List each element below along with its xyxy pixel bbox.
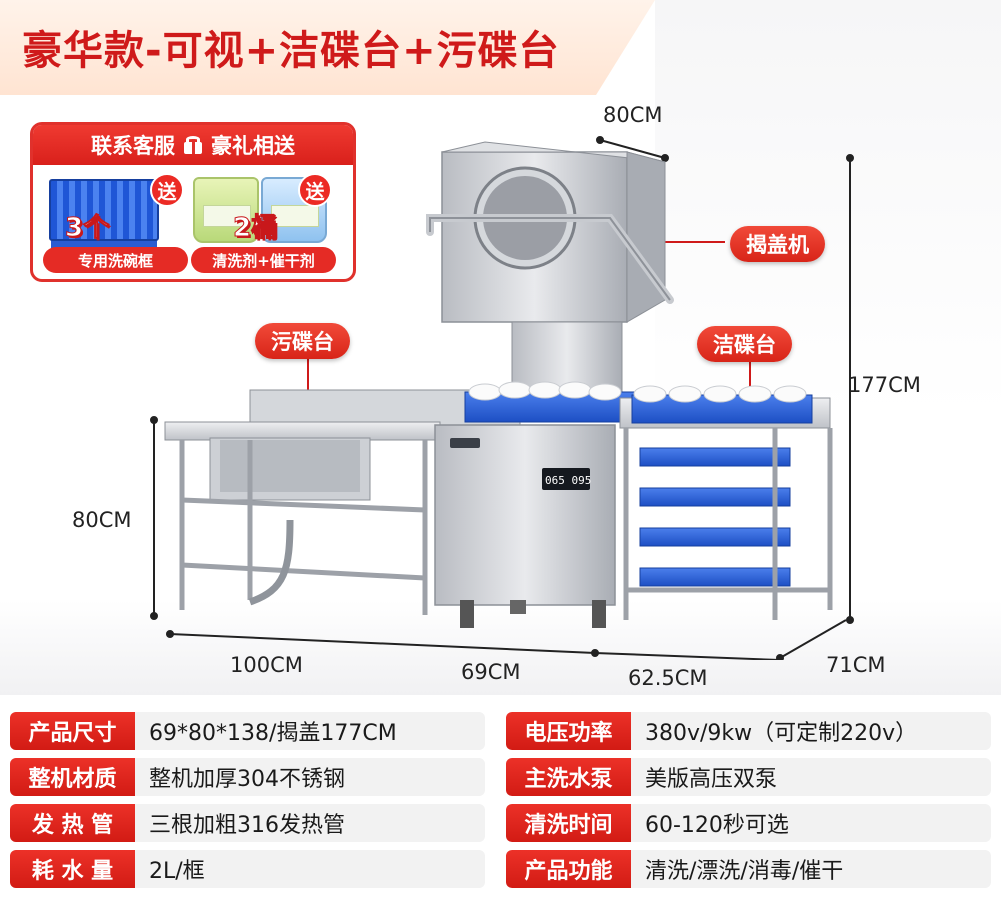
spec-row: 电压功率 380v/9kw（可定制220v） xyxy=(506,712,991,750)
spec-row: 发 热 管 三根加粗316发热管 xyxy=(10,804,485,842)
spec-value: 69*80*138/揭盖177CM xyxy=(135,712,485,750)
dryer-bucket-icon xyxy=(261,177,327,243)
spec-label: 产品尺寸 xyxy=(10,712,135,750)
promo-card[interactable]: 联系客服 豪礼相送 3个 送 专用洗碗框 2桶 送 清洗剂+催干剂 xyxy=(30,122,356,282)
callout-lid-machine: 揭盖机 xyxy=(730,226,825,262)
promo-heading-right: 豪礼相送 xyxy=(211,134,295,158)
dimension-table-height: 80CM xyxy=(72,508,132,532)
spec-label: 发 热 管 xyxy=(10,804,135,842)
rack-shelves xyxy=(639,447,791,587)
spec-value: 60-120秒可选 xyxy=(631,804,991,842)
spec-label: 主洗水泵 xyxy=(506,758,631,796)
gift-icon xyxy=(183,136,203,154)
spec-label: 电压功率 xyxy=(506,712,631,750)
promo-heading: 联系客服 豪礼相送 xyxy=(33,125,353,165)
spec-value: 美版高压双泵 xyxy=(631,758,991,796)
spec-value: 三根加粗316发热管 xyxy=(135,804,485,842)
dishwasher-drawing: 065 095 xyxy=(150,136,854,660)
gift-dish-rack: 3个 送 专用洗碗框 xyxy=(43,173,188,273)
spec-label: 清洗时间 xyxy=(506,804,631,842)
spec-row: 清洗时间 60-120秒可选 xyxy=(506,804,991,842)
spec-value: 2L/框 xyxy=(135,850,485,888)
dimension-depth: 71CM xyxy=(826,653,886,677)
spec-value: 清洗/漂洗/消毒/催干 xyxy=(631,850,991,888)
dimension-clean-table-length: 62.5CM xyxy=(628,666,708,690)
floor-shadow xyxy=(0,600,1001,695)
dimension-top-width: 80CM xyxy=(603,103,663,127)
callout-clean-table: 洁碟台 xyxy=(697,326,792,362)
spec-row: 产品尺寸 69*80*138/揭盖177CM xyxy=(10,712,485,750)
dish-rack-icon xyxy=(49,179,159,241)
gift-caption: 专用洗碗框 xyxy=(43,247,188,273)
dimension-dirty-table-length: 100CM xyxy=(230,653,303,677)
gift-badge: 送 xyxy=(298,173,332,207)
dimension-lines xyxy=(150,136,854,660)
spec-label: 整机材质 xyxy=(10,758,135,796)
spec-value: 整机加厚304不锈钢 xyxy=(135,758,485,796)
gift-count: 2桶 xyxy=(232,213,278,244)
table-legs xyxy=(179,440,428,615)
spec-label: 产品功能 xyxy=(506,850,631,888)
spec-row: 耗 水 量 2L/框 xyxy=(10,850,485,888)
spec-label: 耗 水 量 xyxy=(10,850,135,888)
page-title: 豪华款-可视+洁碟台+污碟台 xyxy=(22,28,560,74)
machine-display: 065 095 xyxy=(545,474,591,487)
gift-detergent: 2桶 送 清洗剂+催干剂 xyxy=(191,173,336,273)
promo-heading-left: 联系客服 xyxy=(91,134,175,158)
detergent-bucket-icon xyxy=(193,177,259,243)
gift-caption: 清洗剂+催干剂 xyxy=(191,247,336,273)
dimension-total-height: 177CM xyxy=(848,373,921,397)
spec-value: 380v/9kw（可定制220v） xyxy=(631,712,991,750)
spec-table: 产品尺寸 69*80*138/揭盖177CM 整机材质 整机加厚304不锈钢 发… xyxy=(10,708,991,894)
spec-row: 主洗水泵 美版高压双泵 xyxy=(506,758,991,796)
title-banner xyxy=(0,0,655,95)
product-illustration: 065 095 xyxy=(140,100,860,660)
spec-row: 整机材质 整机加厚304不锈钢 xyxy=(10,758,485,796)
spec-row: 产品功能 清洗/漂洗/消毒/催干 xyxy=(506,850,991,888)
gift-count: 3个 xyxy=(64,213,110,244)
callout-dirty-table: 污碟台 xyxy=(255,323,350,359)
promo-gifts: 3个 送 专用洗碗框 2桶 送 清洗剂+催干剂 xyxy=(33,165,353,279)
dimension-machine-width: 69CM xyxy=(461,660,521,684)
gift-badge: 送 xyxy=(150,173,184,207)
